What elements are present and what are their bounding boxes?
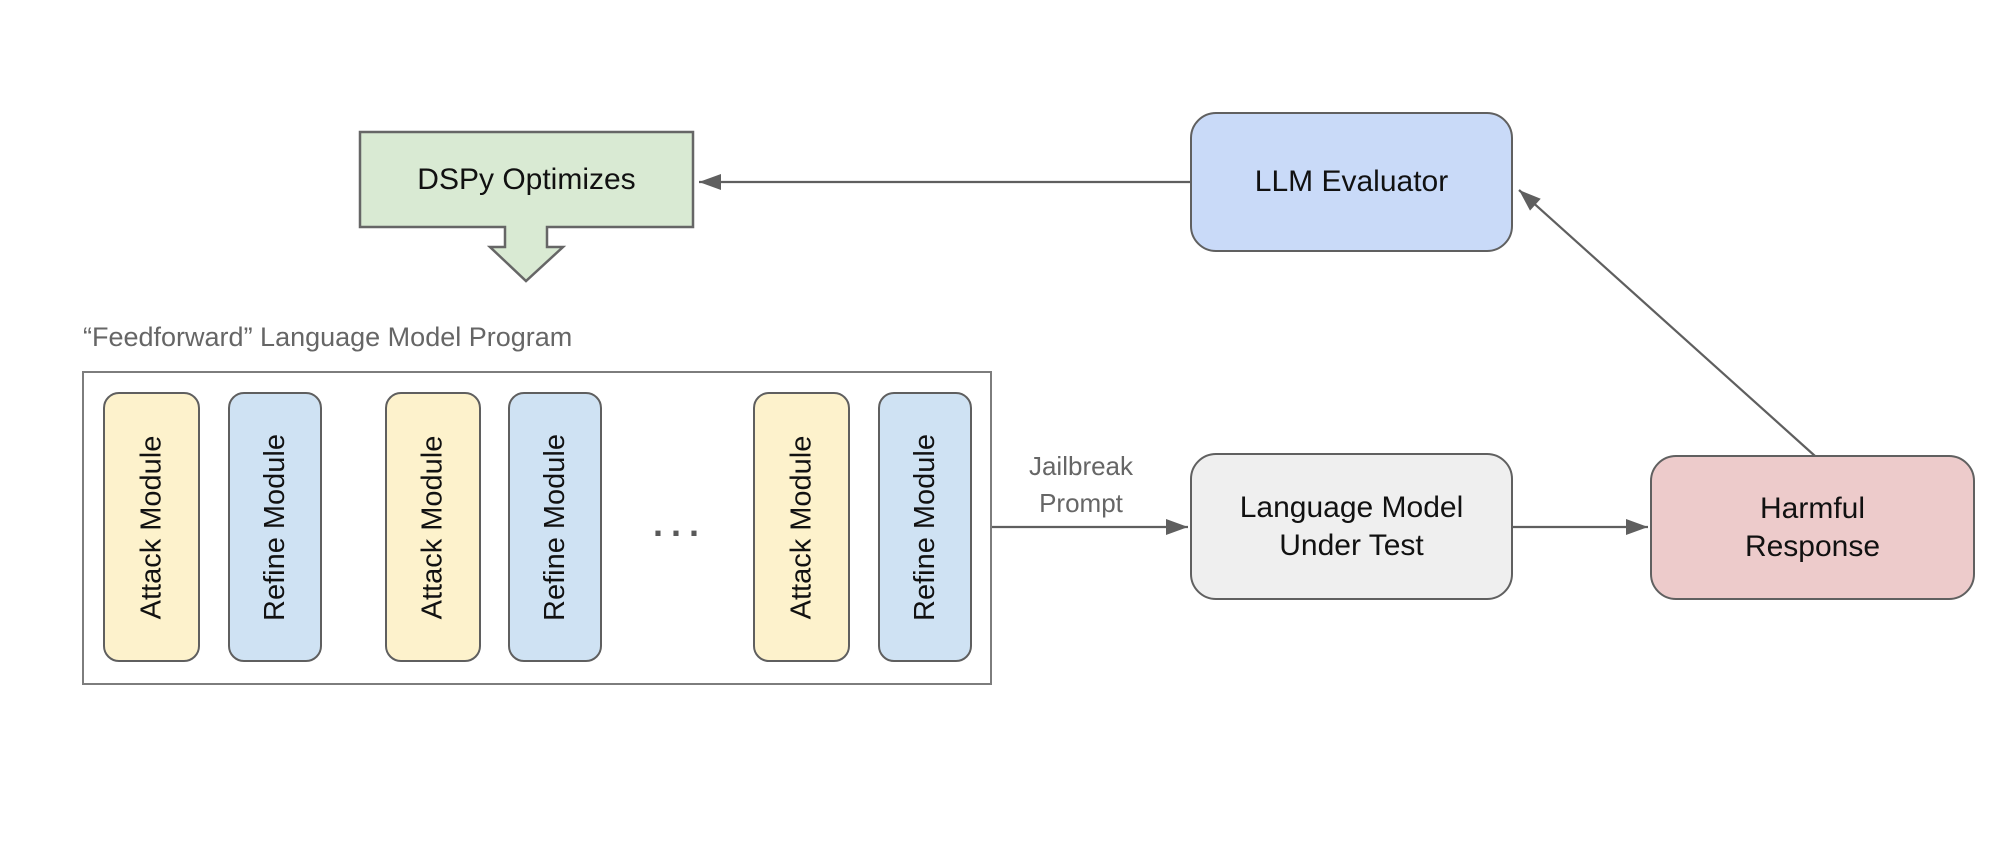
refine-module-2-label: Refine Module bbox=[538, 433, 571, 621]
attack-module-1-label: Attack Module bbox=[135, 435, 168, 619]
language-model-under-test-node: Language Model Under Test bbox=[1190, 453, 1513, 600]
attack-module-3-label: Attack Module bbox=[785, 435, 818, 619]
llm-evaluator-node: LLM Evaluator bbox=[1190, 112, 1513, 252]
modules-ellipsis: ... bbox=[652, 503, 707, 544]
language-model-under-test-label: Language Model Under Test bbox=[1239, 491, 1464, 562]
refine-module-2: Refine Module bbox=[508, 392, 602, 662]
dspy-optimizes-label: DSPy Optimizes bbox=[417, 162, 636, 196]
edge-harmful-to-evaluator-arrow bbox=[1518, 189, 1816, 457]
llm-evaluator-label: LLM Evaluator bbox=[1254, 165, 1449, 199]
harmful-response-node: Harmful Response bbox=[1650, 455, 1975, 600]
dspy-callout-down-arrow-shape bbox=[358, 130, 695, 283]
attack-module-2-label: Attack Module bbox=[416, 435, 449, 619]
program-title: “Feedforward” Language Model Program bbox=[83, 322, 573, 352]
attack-module-3: Attack Module bbox=[753, 392, 850, 662]
jailbreak-prompt-label: Jailbreak Prompt bbox=[1028, 451, 1134, 518]
refine-module-1-label: Refine Module bbox=[258, 433, 291, 621]
refine-module-3: Refine Module bbox=[878, 392, 972, 662]
attack-module-1: Attack Module bbox=[103, 392, 200, 662]
attack-module-2: Attack Module bbox=[385, 392, 481, 662]
harmful-response-label: Harmful Response bbox=[1744, 492, 1881, 563]
dspy-optimizes-node: DSPy Optimizes bbox=[360, 132, 693, 227]
refine-module-3-label: Refine Module bbox=[908, 433, 941, 621]
refine-module-1: Refine Module bbox=[228, 392, 322, 662]
